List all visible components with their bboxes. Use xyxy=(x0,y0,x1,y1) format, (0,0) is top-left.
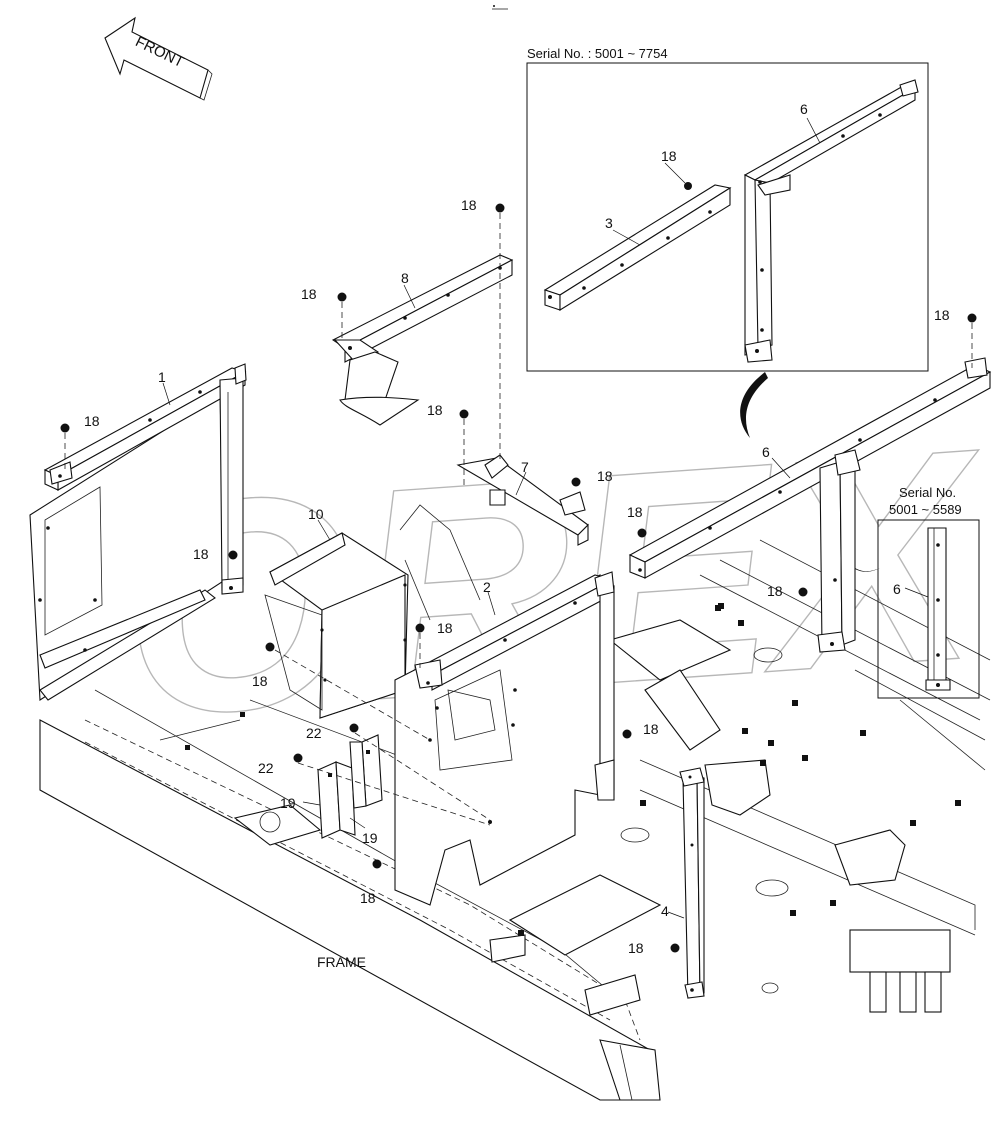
bolt-18 xyxy=(637,528,647,538)
callout-18: 18 xyxy=(252,673,268,689)
callout-22: 22 xyxy=(306,725,322,741)
bolt-22 xyxy=(293,753,303,763)
part-1-panel xyxy=(29,363,247,701)
frame-label: FRAME xyxy=(317,954,366,970)
bolt-18 xyxy=(459,409,469,488)
callout-18: 18 xyxy=(360,890,376,906)
bolt-18 xyxy=(337,292,347,340)
part-7-crossmember xyxy=(456,454,589,546)
inset-pointer xyxy=(740,372,768,438)
callout-10: 10 xyxy=(308,506,324,522)
bolt-inset xyxy=(684,182,692,190)
callout-18: 18 xyxy=(461,197,477,213)
callout-18: 18 xyxy=(767,583,783,599)
bolts xyxy=(60,203,977,953)
callout-18: 18 xyxy=(661,148,677,164)
callout-2: 2 xyxy=(483,579,491,595)
callout-6-inset2: 6 xyxy=(893,581,901,597)
serial-inset-2-range: 5001 ~ 5589 xyxy=(889,502,962,517)
callout-1: 1 xyxy=(158,369,166,385)
bolt-18 xyxy=(571,477,581,487)
part-2-panel xyxy=(394,571,615,906)
callout-18: 18 xyxy=(627,504,643,520)
bolt-18 xyxy=(622,729,632,739)
bolt-18 xyxy=(372,859,382,869)
bolt-18 xyxy=(670,943,680,953)
bolt-18 xyxy=(967,313,977,368)
callout-18: 18 xyxy=(643,721,659,737)
callout-18: 18 xyxy=(437,620,453,636)
callout-18: 18 xyxy=(301,286,317,302)
callout-19: 19 xyxy=(362,830,378,846)
callout-19: 19 xyxy=(280,795,296,811)
callout-4: 4 xyxy=(661,903,669,919)
part-10-duct xyxy=(264,519,409,719)
bolt-18 xyxy=(60,423,70,472)
callout-18: 18 xyxy=(934,307,950,323)
bolt-18 xyxy=(265,642,431,741)
callout-6-main: 6 xyxy=(762,444,770,460)
callout-22: 22 xyxy=(258,760,274,776)
callout-18: 18 xyxy=(597,468,613,484)
callout-3: 3 xyxy=(605,215,613,231)
callout-18: 18 xyxy=(427,402,443,418)
bolt-18 xyxy=(495,203,505,460)
frame xyxy=(39,504,991,1101)
front-arrow: FRONT xyxy=(104,16,213,101)
part-4-post xyxy=(667,767,705,999)
callout-18: 18 xyxy=(84,413,100,429)
callout-18: 18 xyxy=(193,546,209,562)
callout-18-floor: 18 xyxy=(628,940,644,956)
part-6-beam xyxy=(628,357,992,653)
serial-inset-1-label: Serial No. : 5001 ~ 7754 xyxy=(527,46,668,61)
bolt-18 xyxy=(798,587,808,597)
part-8-bracket xyxy=(331,254,514,426)
serial-inset-2: Serial No. 5001 ~ 5589 xyxy=(877,485,980,699)
bolt-22 xyxy=(349,723,359,733)
callout-8: 8 xyxy=(401,270,409,286)
top-mark xyxy=(492,5,508,10)
bolt-18 xyxy=(228,550,238,560)
callout-7: 7 xyxy=(521,459,529,475)
bolt-18 xyxy=(415,623,425,668)
serial-inset-2-title: Serial No. xyxy=(899,485,956,500)
callouts: 1 2 3 4 6 6 6 7 8 10 18 18 18 18 18 18 1… xyxy=(84,101,950,970)
part-19-blocks xyxy=(302,734,383,839)
serial-inset-1: Serial No. : 5001 ~ 7754 xyxy=(526,46,929,372)
callout-6-inset: 6 xyxy=(800,101,808,117)
